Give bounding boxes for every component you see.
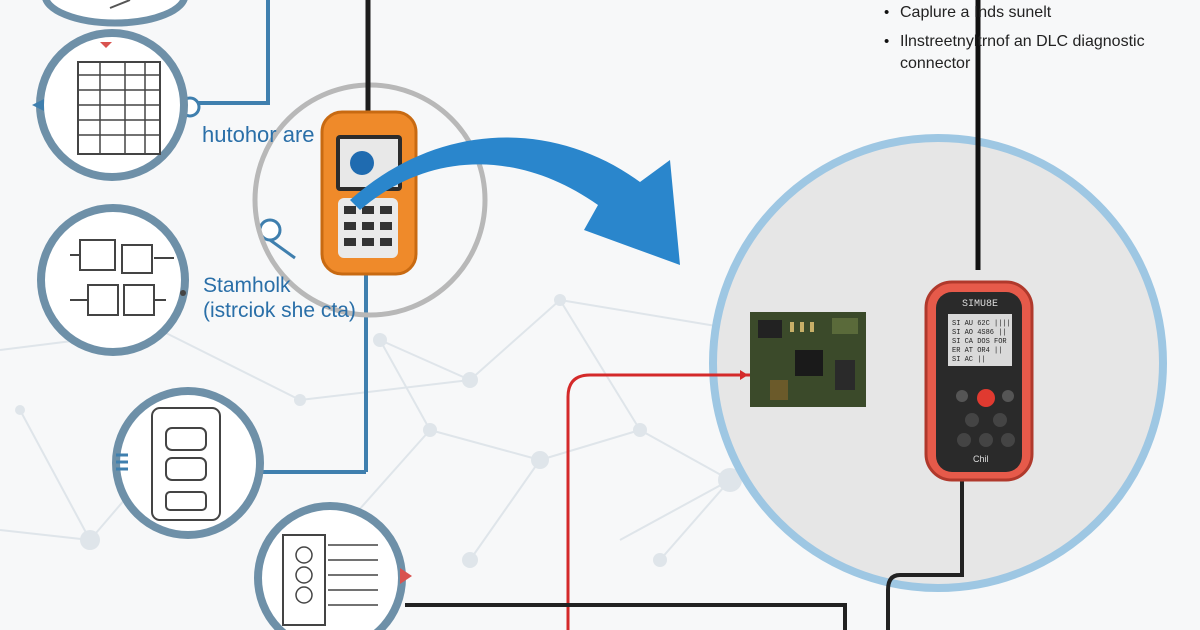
note-item: Ilnstreetnyltrnof an DLC diagnostic conn… xyxy=(882,31,1182,75)
obd-scanner: SIMU8E SI AU 62C |||| SI AO 4S86 || SI C… xyxy=(924,280,1034,482)
scanner-brand: SIMU8E xyxy=(962,299,998,310)
circuit-board xyxy=(750,312,866,407)
pointer-line xyxy=(269,238,296,260)
device-label: hutohor are xyxy=(202,122,315,147)
connector-lines xyxy=(190,0,368,474)
module-label-line-1: Stamholk xyxy=(203,274,291,297)
module-label: Stamholk (istrciok she cta) xyxy=(203,273,356,323)
network-background xyxy=(0,299,741,561)
scanner-line-2: SI AO 4S86 || xyxy=(952,329,1007,337)
flow-arrow xyxy=(350,137,680,265)
scanner-footer: Chil xyxy=(973,454,989,464)
scanner-line-1: SI AU 62C |||| xyxy=(952,320,1011,328)
icon-circle-list xyxy=(254,502,412,630)
scanner-line-3: SI CA DOS FOR xyxy=(952,338,1007,346)
icon-circle-schematic-1 xyxy=(32,29,188,181)
icon-circle-schematic-2 xyxy=(37,204,189,356)
icon-circle-top xyxy=(42,0,188,27)
scanner-line-5: SI AC || xyxy=(952,356,986,364)
module-label-line-2: (istrciok she cta) xyxy=(203,299,356,322)
note-item: Caplure a Inds sunelt xyxy=(882,2,1182,24)
icon-circle-device xyxy=(112,387,264,539)
notes-list: Caplure a Inds sunelt Ilnstreetnyltrnof … xyxy=(882,2,1182,82)
scanner-line-4: ER AT OR4 || xyxy=(952,347,1002,355)
